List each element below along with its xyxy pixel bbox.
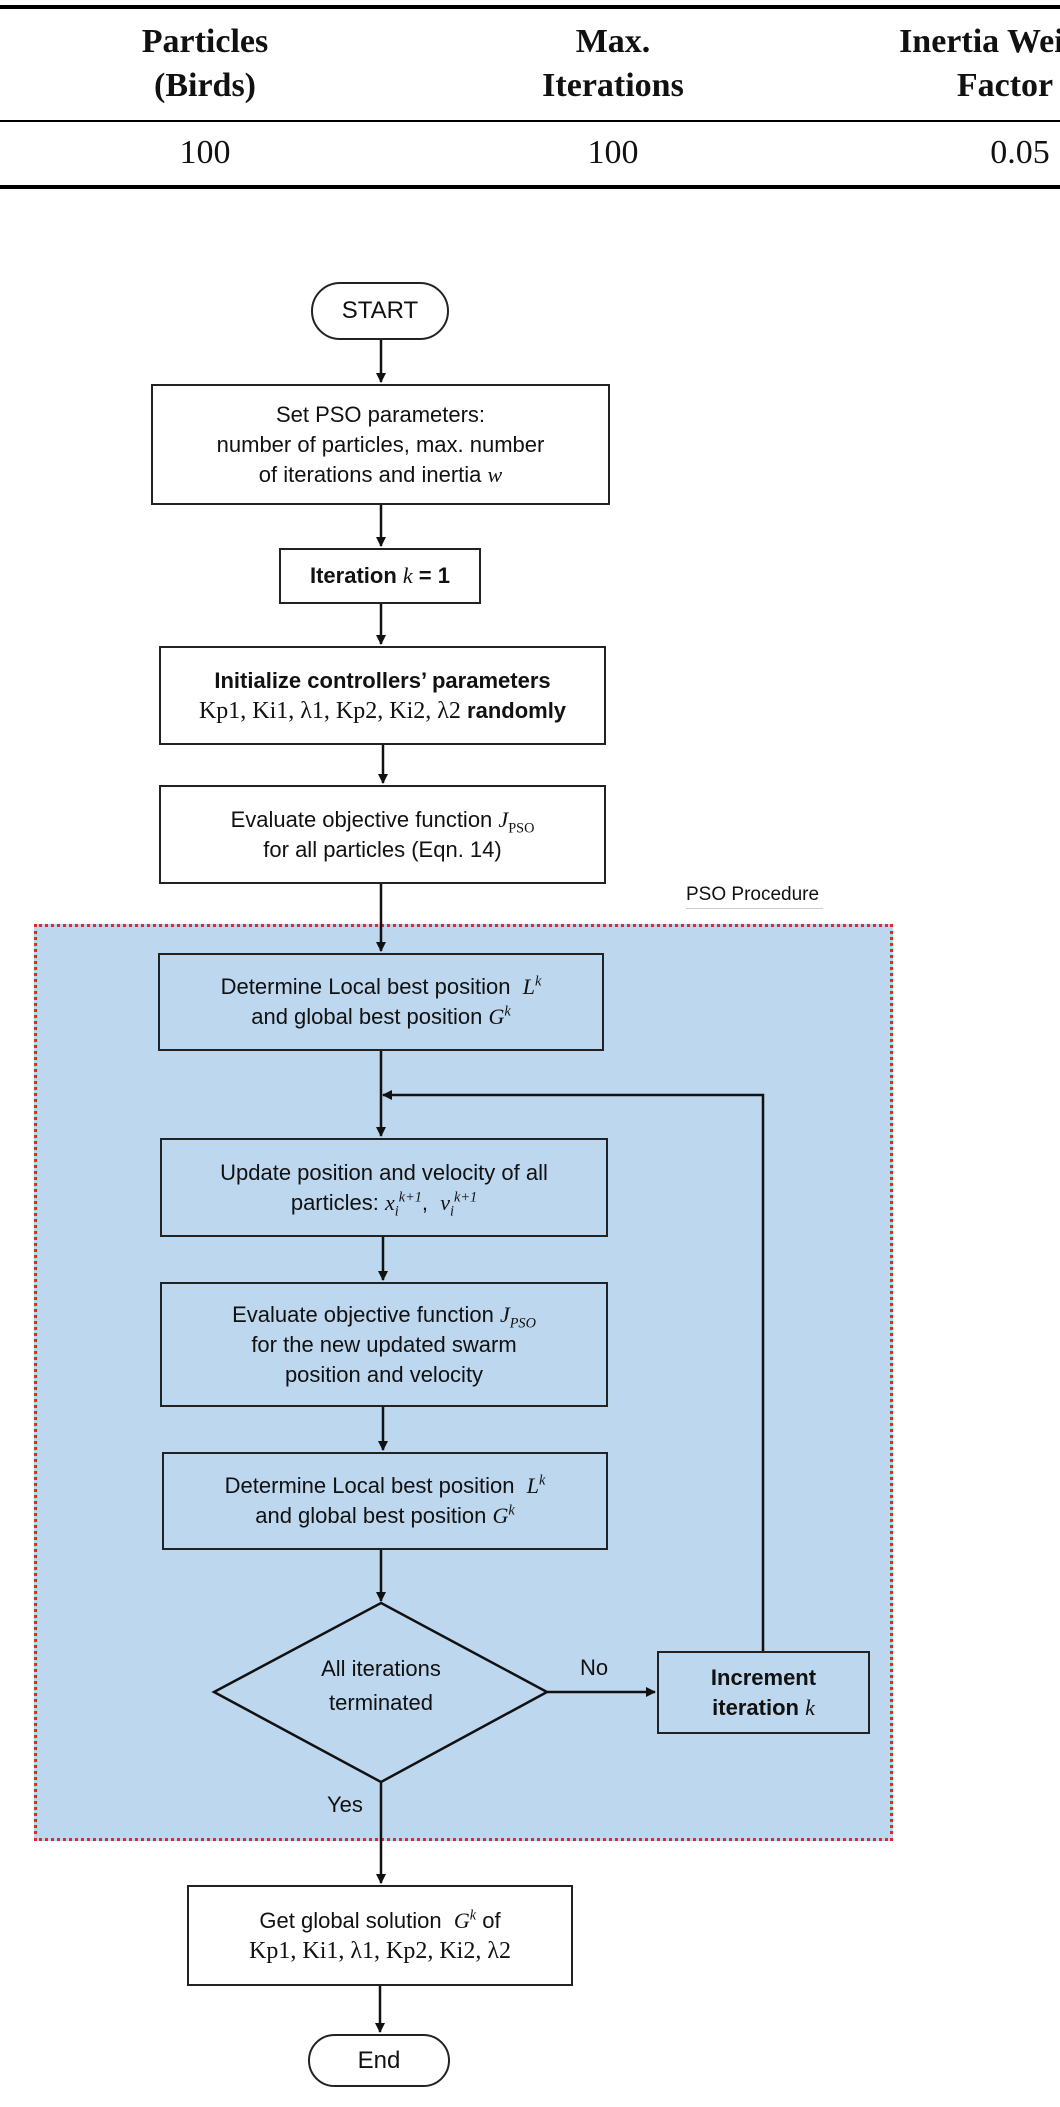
- loop-back-arrow: [382, 1090, 765, 1651]
- math-sub: PSO: [508, 819, 535, 836]
- text-line: Set PSO parameters:: [275, 401, 486, 427]
- text-line: for all particles (Eqn. 14): [263, 836, 502, 862]
- text-line: Evaluate objective function JPSO: [230, 805, 535, 836]
- text-line: particles: xik+1, vik+1: [290, 1189, 478, 1219]
- text: particles:: [290, 1189, 379, 1215]
- text: Evaluate objective function: [232, 1301, 494, 1327]
- header-line: (Birds): [154, 67, 256, 104]
- math-k-plus-1: k+1: [398, 1189, 422, 1206]
- update-position-box: Update position and velocity of all part…: [160, 1138, 608, 1237]
- math-G: G: [453, 1907, 470, 1933]
- text-line: for the new updated swarm: [251, 1331, 517, 1357]
- text: and global best position: [251, 1004, 483, 1029]
- determine-best-box-2: Determine Local best position Lk and glo…: [162, 1452, 608, 1550]
- header-line: Inertia Weight: [899, 23, 1060, 60]
- decision-diamond: [211, 1601, 550, 1784]
- cell-particles: 100: [179, 134, 231, 171]
- math-k: k: [402, 563, 413, 588]
- iteration-init-box: Iteration k = 1: [279, 548, 481, 604]
- math-L: L: [526, 1473, 539, 1498]
- text-line: terminated: [329, 1690, 433, 1715]
- math-k: k: [504, 1003, 511, 1020]
- text-line: Increment: [710, 1664, 817, 1690]
- math-k: k: [508, 1502, 515, 1519]
- header-line: Iterations: [542, 67, 684, 104]
- set-pso-parameters-box: Set PSO parameters: number of particles,…: [151, 384, 610, 505]
- parameters-table: Particles (Birds) Max. Iterations Inertia …: [0, 0, 1060, 200]
- math-L: L: [522, 974, 535, 999]
- header-line: Max.: [575, 23, 651, 60]
- math-k: k: [469, 1907, 477, 1924]
- increment-iteration-box: Increment iteration k: [657, 1651, 870, 1734]
- text-line: and global best position Gk: [251, 1002, 511, 1032]
- text: Determine Local best position: [220, 974, 511, 999]
- table-top-rule: [0, 5, 1060, 9]
- cell-inertia-weight: 0.05: [990, 134, 1050, 171]
- math-k: k: [805, 1694, 815, 1720]
- math-i: i: [394, 1202, 399, 1219]
- math-G: G: [488, 1004, 505, 1029]
- table-bottom-rule: [0, 185, 1060, 189]
- text-line: Update position and velocity of all: [220, 1159, 548, 1185]
- text-line: Kp1, Ki1, λ1, Kp2, Ki2, λ2 randomly: [199, 696, 566, 726]
- end-terminal: End: [308, 2034, 450, 2087]
- math-k: k: [534, 973, 542, 990]
- header-particles: Particles (Birds): [142, 20, 269, 108]
- decision-text: All iterations terminated: [221, 1652, 541, 1720]
- math-J: J: [498, 806, 509, 832]
- get-global-solution-box: Get global solution Gk of Kp1, Ki1, λ1, …: [187, 1885, 573, 1986]
- text: iteration: [712, 1694, 799, 1720]
- text: Evaluate objective function: [230, 806, 493, 832]
- end-label: End: [357, 2046, 401, 2074]
- header-line: Factor: [956, 67, 1054, 104]
- math-sub: PSO: [509, 1314, 536, 1331]
- text-line: Iteration k = 1: [310, 561, 450, 591]
- math-G: G: [492, 1503, 509, 1528]
- math-k: k: [538, 1472, 546, 1489]
- text: of: [482, 1907, 501, 1933]
- text: = 1: [418, 563, 450, 588]
- text-line: position and velocity: [284, 1361, 484, 1387]
- text-line: Initialize controllers’ parameters: [214, 667, 551, 693]
- start-terminal: START: [311, 282, 449, 340]
- math-i: i: [450, 1202, 454, 1219]
- text: randomly: [467, 697, 567, 723]
- math-v: v: [440, 1189, 451, 1215]
- no-label: No: [580, 1655, 609, 1680]
- text-line: of iterations and inertia w: [259, 460, 502, 490]
- cell-max-iterations: 100: [587, 134, 639, 171]
- text-line: number of particles, max. number: [216, 431, 545, 457]
- header-max-iterations: Max. Iterations: [542, 20, 684, 108]
- math-w: w: [487, 461, 503, 487]
- text-line: All iterations: [321, 1656, 441, 1681]
- parameter-list: Kp1, Ki1, λ1, Kp2, Ki2, λ2: [249, 1937, 511, 1964]
- initialize-parameters-box: Initialize controllers’ parameters Kp1, …: [159, 646, 606, 745]
- math-x: x: [385, 1189, 395, 1215]
- text-line: and global best position Gk: [255, 1501, 515, 1531]
- start-label: START: [341, 297, 419, 324]
- math-k-plus-1: k+1: [454, 1189, 478, 1206]
- pso-procedure-label: PSO Procedure: [686, 884, 824, 909]
- text: Iteration: [309, 563, 397, 588]
- evaluate-objective-box: Evaluate objective function JPSO for all…: [159, 785, 606, 884]
- math-J: J: [499, 1301, 510, 1327]
- parameter-list: Kp1, Ki1, λ1, Kp2, Ki2, λ2: [198, 697, 461, 724]
- header-inertia-weight-factor: Inertia WeightFactor: [899, 20, 1060, 108]
- determine-best-box-1: Determine Local best position Lk and glo…: [158, 953, 604, 1051]
- text-line: Determine Local best position Lk: [225, 1471, 546, 1501]
- table-mid-rule: [0, 120, 1060, 122]
- text-line: iteration k: [712, 1693, 815, 1723]
- text-line: Get global solution Gk of: [259, 1906, 500, 1936]
- text-line: Evaluate objective function JPSO: [232, 1300, 536, 1331]
- yes-label: Yes: [327, 1792, 363, 1817]
- evaluate-objective-box-2: Evaluate objective function JPSO for the…: [160, 1282, 608, 1407]
- text: Determine Local best position: [224, 1473, 515, 1498]
- text: of iterations and inertia: [258, 461, 482, 487]
- text-line: Determine Local best position Lk: [221, 972, 542, 1002]
- text: Get global solution: [259, 1907, 442, 1933]
- header-line: Particles: [141, 23, 269, 60]
- text: and global best position: [255, 1503, 487, 1528]
